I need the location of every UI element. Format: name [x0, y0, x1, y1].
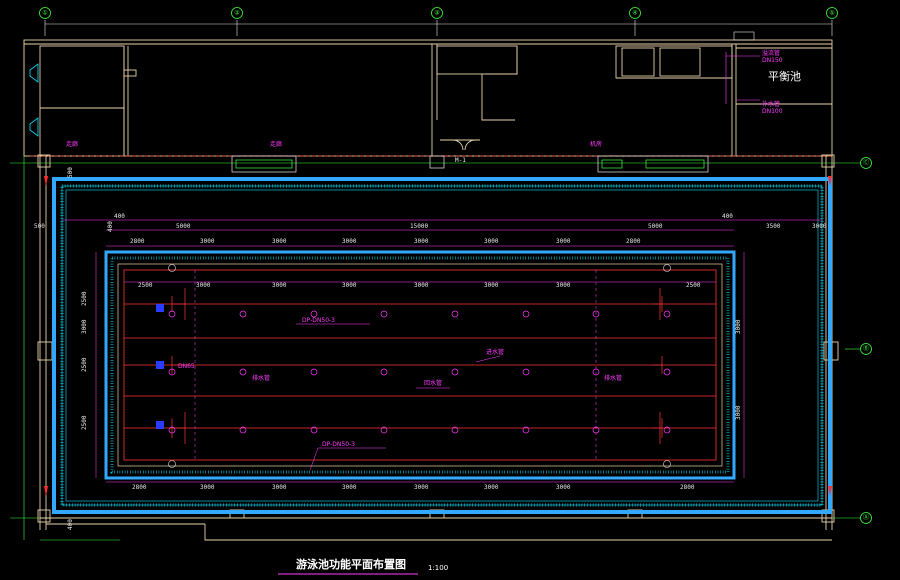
svg-text:400: 400 — [114, 213, 125, 220]
corridor-label-a: 走廊 — [66, 140, 78, 148]
balance-tank-label: 平衡池 — [768, 70, 801, 83]
svg-text:2500: 2500 — [81, 415, 88, 430]
svg-text:3000: 3000 — [484, 238, 499, 245]
top-axis-bubbles: ① ② ③ ④ ⑤ — [39, 7, 838, 19]
axis-bubble: Ⓒ — [860, 157, 872, 169]
svg-text:3000: 3000 — [342, 282, 357, 289]
svg-text:3000: 3000 — [272, 238, 287, 245]
svg-text:2800: 2800 — [132, 484, 147, 491]
svg-text:Ⓑ: Ⓑ — [863, 345, 869, 353]
svg-text:DN100: DN100 — [762, 108, 783, 115]
svg-text:3000: 3000 — [414, 238, 429, 245]
svg-text:3000: 3000 — [735, 405, 742, 420]
wall-openings — [231, 155, 709, 173]
svg-text:3000: 3000 — [556, 282, 571, 289]
svg-text:3000: 3000 — [81, 319, 88, 334]
svg-text:400: 400 — [107, 221, 114, 232]
svg-text:500: 500 — [67, 167, 74, 178]
svg-text:3000: 3000 — [272, 484, 287, 491]
svg-text:3000: 3000 — [342, 238, 357, 245]
svg-text:3000: 3000 — [812, 223, 827, 230]
svg-text:2800: 2800 — [626, 238, 641, 245]
svg-text:⑤: ⑤ — [829, 10, 834, 17]
svg-text:DP-DN50-3: DP-DN50-3 — [302, 317, 335, 324]
svg-text:DP-DN50-3: DP-DN50-3 — [322, 441, 355, 448]
svg-text:3000: 3000 — [735, 319, 742, 334]
svg-text:3000: 3000 — [556, 484, 571, 491]
axis-bubble: Ⓑ — [860, 343, 872, 355]
svg-text:2500: 2500 — [81, 357, 88, 372]
dimension-lines — [62, 219, 822, 483]
svg-text:3000: 3000 — [272, 282, 287, 289]
svg-text:3000: 3000 — [200, 238, 215, 245]
svg-text:补水管: 补水管 — [762, 100, 780, 108]
axis-bubble: ③ — [431, 7, 443, 19]
svg-text:进水管: 进水管 — [486, 348, 504, 356]
svg-text:400: 400 — [67, 519, 74, 530]
corridor-label-b: 走廊 — [270, 140, 282, 148]
top-dimension-chain — [44, 20, 833, 36]
svg-text:3000: 3000 — [484, 484, 499, 491]
svg-text:排水管: 排水管 — [252, 374, 270, 382]
right-axis-bubbles: Ⓒ Ⓑ Ⓐ — [860, 157, 872, 524]
equipment-squares — [156, 304, 164, 429]
svg-text:3000: 3000 — [342, 484, 357, 491]
svg-text:5000: 5000 — [176, 223, 191, 230]
svg-text:5000: 5000 — [648, 223, 663, 230]
inlet-fittings — [168, 310, 671, 434]
svg-text:Ⓒ: Ⓒ — [863, 159, 869, 167]
drawing-scale: 1:100 — [428, 564, 448, 572]
door-tag: M-1 — [455, 157, 466, 164]
deck-markers — [44, 176, 832, 496]
svg-text:2800: 2800 — [130, 238, 145, 245]
lane-lines — [124, 288, 716, 444]
svg-text:溢流管: 溢流管 — [762, 49, 780, 57]
pool-deck — [52, 177, 832, 514]
dimension-texts: 400 5000 15000 5000 400 3500 500 2800 30… — [34, 167, 827, 530]
building-walls — [23, 39, 833, 157]
svg-text:②: ② — [234, 10, 240, 17]
svg-text:④: ④ — [632, 10, 637, 17]
svg-text:3000: 3000 — [200, 484, 215, 491]
svg-text:2800: 2800 — [680, 484, 695, 491]
svg-text:3500: 3500 — [766, 223, 781, 230]
svg-text:3000: 3000 — [414, 282, 429, 289]
svg-text:Ⓐ: Ⓐ — [863, 514, 869, 522]
svg-text:③: ③ — [434, 10, 439, 17]
svg-text:排水管: 排水管 — [604, 374, 622, 382]
svg-text:2500: 2500 — [138, 282, 153, 289]
axis-bubble: ① — [39, 7, 51, 19]
drawing-title: 游泳池功能平面布置图 — [296, 557, 406, 571]
pipe-tags: DP-DN50-3 进水管 排水管 回水管 排水管 DP-DN50-3 DN65 — [178, 317, 622, 471]
axis-bubble: ② — [231, 7, 243, 19]
svg-text:3000: 3000 — [556, 238, 571, 245]
svg-text:DN150: DN150 — [762, 57, 783, 64]
axis-bubble: ⑤ — [826, 7, 838, 19]
svg-text:2500: 2500 — [81, 291, 88, 306]
svg-text:2500: 2500 — [686, 282, 701, 289]
grid-dashed-verticals — [194, 270, 597, 460]
svg-text:回水管: 回水管 — [424, 379, 442, 387]
svg-text:15000: 15000 — [410, 223, 428, 230]
svg-text:3000: 3000 — [196, 282, 211, 289]
axis-bubble: Ⓐ — [860, 512, 872, 524]
svg-text:DN65: DN65 — [178, 363, 195, 370]
svg-text:3000: 3000 — [414, 484, 429, 491]
axis-bubble: ④ — [629, 7, 641, 19]
svg-text:3000: 3000 — [484, 282, 499, 289]
left-windows — [29, 63, 39, 137]
svg-text:500: 500 — [34, 223, 45, 230]
corridor-label-c: 机房 — [590, 140, 602, 148]
svg-text:①: ① — [42, 10, 47, 17]
balance-tank-notes: 溢流管 DN150 补水管 DN100 — [725, 31, 783, 115]
svg-text:400: 400 — [722, 213, 733, 220]
corner-fittings — [168, 264, 671, 468]
